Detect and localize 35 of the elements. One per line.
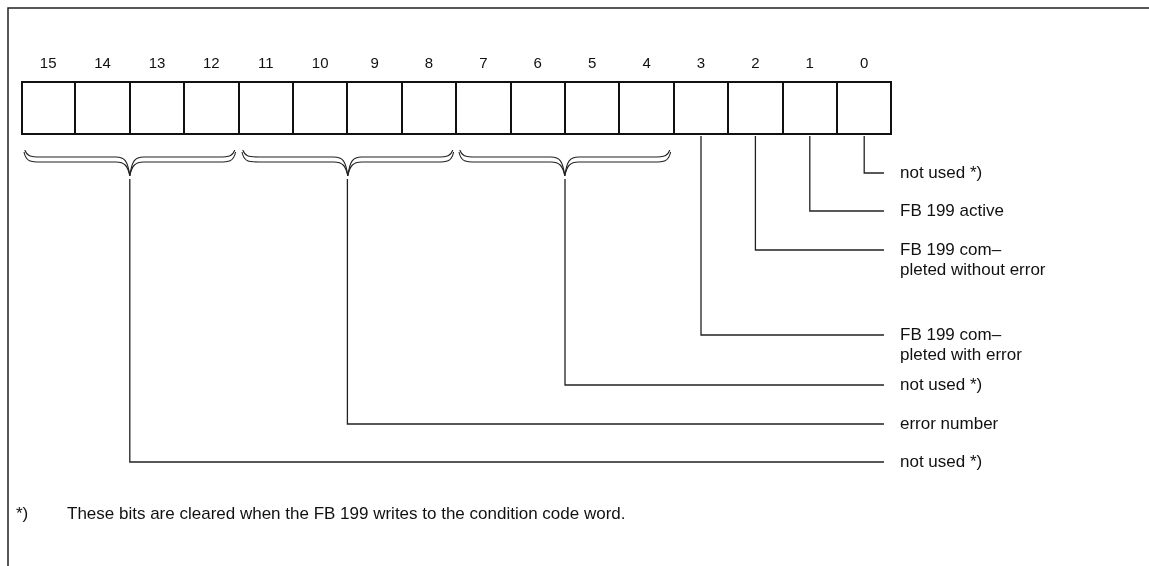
bit-number: 4 xyxy=(641,54,652,72)
bit-number: 11 xyxy=(257,54,275,72)
bit-number: 1 xyxy=(804,54,815,72)
bit-number: 9 xyxy=(369,54,380,72)
footnote-text: These bits are cleared when the FB 199 writes to the condition code word. xyxy=(67,504,626,524)
leader-line xyxy=(700,135,885,336)
bit-number: 13 xyxy=(147,54,167,72)
bit-number: 12 xyxy=(202,54,221,72)
curly-brace xyxy=(23,150,237,179)
bit-number: 14 xyxy=(93,54,112,72)
leader-line xyxy=(863,135,885,174)
bit-description: FB 199 active xyxy=(900,201,1004,221)
bit-description: FB 199 com– pleted with error xyxy=(900,325,1022,365)
curly-brace xyxy=(240,150,455,179)
bit-description: not used *) xyxy=(900,452,983,472)
curly-brace xyxy=(458,150,672,179)
footnote-mark: *) xyxy=(16,504,29,524)
bit-number: 5 xyxy=(587,54,598,72)
leader-line xyxy=(564,178,885,386)
bit-number: 0 xyxy=(859,54,870,72)
bit-number: 6 xyxy=(532,54,543,72)
leader-line xyxy=(129,178,885,463)
bit-number: 2 xyxy=(750,54,761,72)
bit-description: not used *) xyxy=(900,163,983,183)
bit-number: 15 xyxy=(38,54,58,72)
bit-number: 7 xyxy=(478,54,489,72)
bit-number: 3 xyxy=(695,54,707,72)
leader-line xyxy=(754,135,885,251)
bit-number: 8 xyxy=(423,54,435,72)
bit-number: 10 xyxy=(310,54,330,72)
leader-line xyxy=(809,135,885,212)
bit-description: error number xyxy=(900,414,999,434)
bit-description: FB 199 com– pleted without error xyxy=(900,240,1046,280)
leader-line xyxy=(346,178,885,425)
bit-description: not used *) xyxy=(900,375,983,395)
